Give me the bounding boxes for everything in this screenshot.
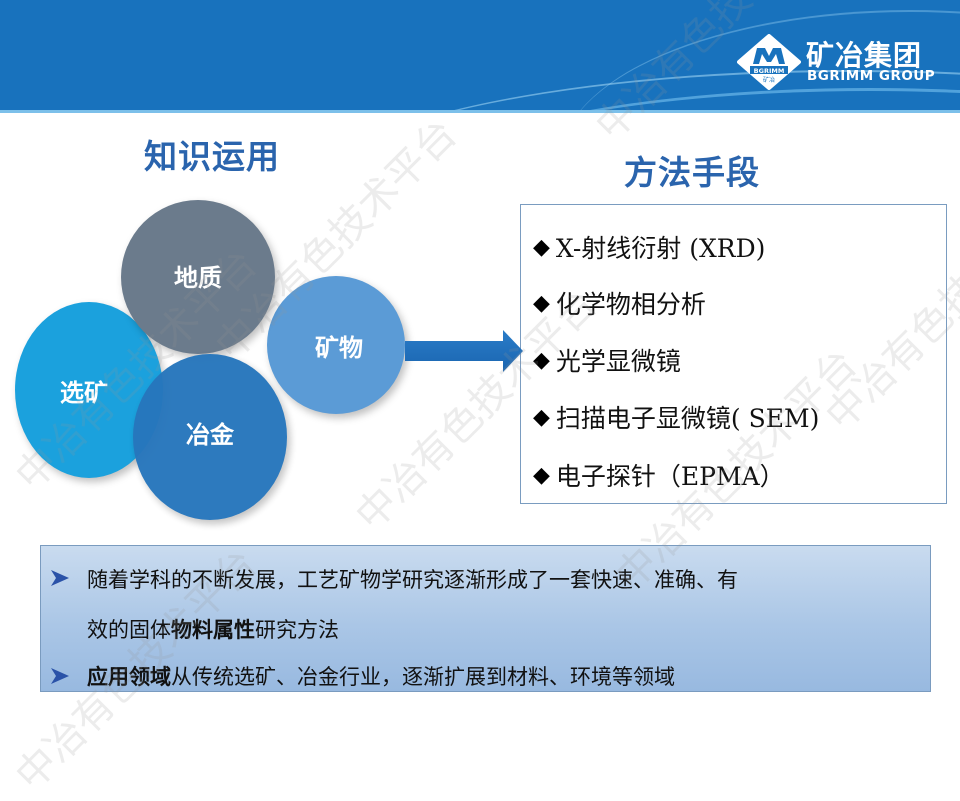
circle-beneficiation: 选矿 [15, 302, 163, 478]
arrowhead-bullet-icon [51, 668, 69, 684]
circle-mineral: 矿物 [267, 276, 405, 414]
diamond-bullet-icon: ◆ [533, 462, 550, 488]
svg-text:矿冶: 矿冶 [763, 76, 775, 84]
methods-title: 方法手段 [624, 153, 760, 192]
summary-line-1: 随着学科的不断发展，工艺矿物学研究逐渐形成了一套快速、准确、有 [87, 568, 738, 592]
bgrimm-logo-icon: BGRIMM 矿冶 [737, 34, 801, 90]
method-item: ◆ 扫描电子显微镜( SEM) [533, 399, 819, 435]
summary-text: 研究方法 [255, 618, 339, 642]
summary-text: 效的固体 [87, 618, 171, 642]
arrowhead-bullet-icon [51, 570, 69, 586]
right-arrow-icon [405, 330, 523, 372]
knowledge-title: 知识运用 [144, 137, 280, 176]
method-label: 扫描电子显微镜( SEM) [555, 404, 820, 433]
header-divider [0, 110, 960, 113]
method-label: 光学显微镜 [555, 347, 681, 376]
method-item: ◆ 化学物相分析 [533, 285, 706, 321]
diamond-bullet-icon: ◆ [533, 347, 550, 373]
logo-name-en: BGRIMM GROUP [807, 68, 936, 84]
methods-list-box: ◆ X-射线衍射 (XRD) ◆ 化学物相分析 ◆ 光学显微镜 ◆ 扫描电子显微… [520, 204, 947, 504]
method-item: ◆ 电子探针（EPMA） [533, 457, 785, 493]
method-item: ◆ 光学显微镜 [533, 342, 681, 378]
method-label: 化学物相分析 [555, 290, 706, 319]
summary-line-3: 应用领域从传统选矿、冶金行业，逐渐扩展到材料、环境等领域 [87, 661, 675, 691]
circle-label: 冶金 [186, 420, 234, 449]
diamond-bullet-icon: ◆ [533, 404, 550, 430]
summary-text: 从传统选矿、冶金行业，逐渐扩展到材料、环境等领域 [171, 665, 675, 689]
circle-label: 地质 [174, 263, 222, 292]
diamond-bullet-icon: ◆ [533, 234, 550, 260]
summary-emphasis: 物料属性 [171, 617, 255, 642]
method-label: 电子探针（EPMA） [555, 462, 785, 491]
logo-name-cn: 矿冶集团 [806, 39, 923, 72]
circle-label: 选矿 [60, 378, 108, 407]
summary-line-2: 效的固体物料属性研究方法 [87, 614, 339, 644]
summary-panel: 随着学科的不断发展，工艺矿物学研究逐渐形成了一套快速、准确、有 效的固体物料属性… [40, 545, 931, 692]
method-item: ◆ X-射线衍射 (XRD) [533, 229, 765, 265]
diamond-bullet-icon: ◆ [533, 290, 550, 316]
svg-text:BGRIMM: BGRIMM [754, 67, 785, 75]
circle-label: 矿物 [315, 333, 363, 362]
circle-metallurgy: 冶金 [133, 354, 287, 520]
method-label: X-射线衍射 (XRD) [555, 234, 766, 263]
circle-geology: 地质 [121, 200, 275, 354]
header-banner: BGRIMM 矿冶 矿冶集团 BGRIMM GROUP [0, 0, 960, 110]
summary-emphasis: 应用领域 [87, 664, 171, 689]
